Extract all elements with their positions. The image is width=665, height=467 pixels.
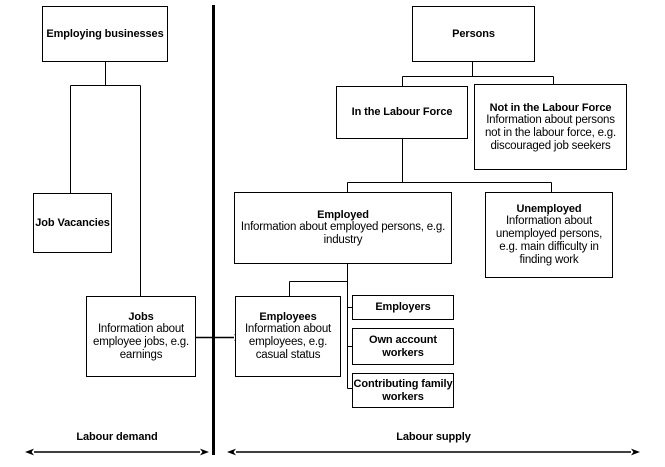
node-employing-businesses[interactable]: Employing businesses [42,6,168,62]
node-employees[interactable]: Employees Information about employees, e… [235,296,341,377]
node-title: Persons [452,27,495,40]
label-labour-supply: Labour supply [396,431,471,443]
node-title: Not in the Labour Force [489,101,612,114]
node-title: Employed [317,208,369,221]
label-labour-demand: Labour demand [76,431,158,443]
node-persons[interactable]: Persons [412,6,535,62]
node-description: Information about employees, e.g. casual… [244,323,332,362]
node-title: Job Vacancies [35,216,110,229]
node-title: Jobs [128,311,154,324]
node-not-in-the-labour-force[interactable]: Not in the Labour Force Information abou… [474,84,627,170]
node-title: Own account workers [369,334,437,359]
node-unemployed[interactable]: Unemployed Information about unemployed … [485,192,613,278]
node-description: Information about unemployed persons, e.… [495,215,603,267]
node-contributing-family-workers[interactable]: Contributing family workers [352,373,454,408]
node-job-vacancies[interactable]: Job Vacancies [33,193,112,253]
node-title: Employers [375,301,431,314]
node-description: Information about employee jobs, e.g. ea… [93,323,189,362]
node-jobs[interactable]: Jobs Information about employee jobs, e.… [86,296,196,377]
node-title: Unemployed [516,203,582,216]
node-description: Information about persons not in the lab… [484,113,616,152]
node-title: In the Labour Force [351,106,453,119]
node-employers[interactable]: Employers [352,295,454,320]
node-title: Contributing family workers [353,378,453,403]
node-title: Employees [259,311,317,324]
node-title: Employing businesses [46,27,164,40]
node-employed[interactable]: Employed Information about employed pers… [234,192,452,264]
node-description: Information about employed persons, e.g.… [240,221,446,247]
node-own-account-workers[interactable]: Own account workers [352,328,454,365]
node-in-the-labour-force[interactable]: In the Labour Force [336,86,468,139]
